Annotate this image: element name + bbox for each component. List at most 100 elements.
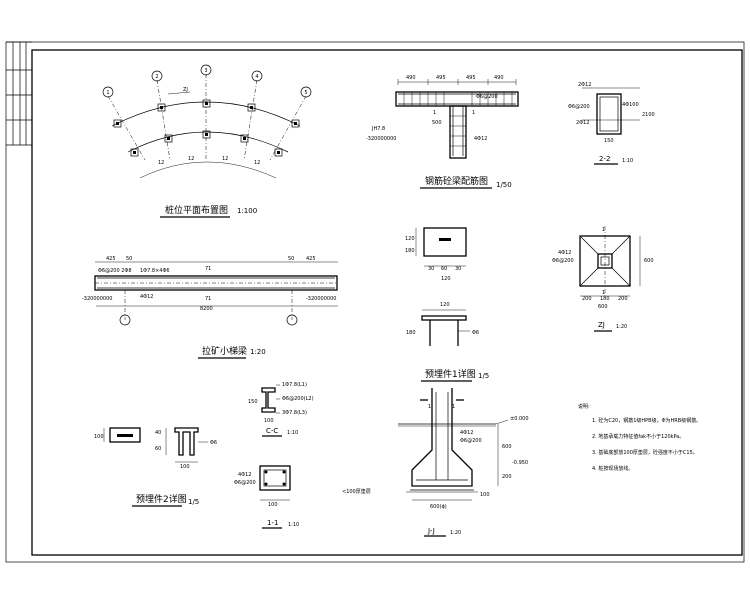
cc-dim-h: 150	[248, 399, 258, 405]
jj-dim-base: 600(ϕ)	[430, 504, 447, 510]
axis-bubble-1: 1	[102, 86, 114, 98]
jj-elev-top: ±0.000	[510, 416, 529, 422]
beam-label-jh: JH7.8	[371, 126, 385, 132]
beam-sec-mark-right: 1	[472, 110, 475, 116]
emb2-dim-40: 40	[155, 430, 161, 436]
section-1-1: 4Φ12 Φ6@200 100 1-1 1:10	[234, 465, 299, 529]
jj-label-main: 4Φ12	[460, 430, 473, 436]
spacing-3: 12	[222, 156, 228, 162]
cc-label-l1: 1Φ7.8(L1)	[282, 382, 307, 388]
emb1-title: 预埋件1详图	[425, 368, 476, 380]
beam-sec-mark-left: 1	[433, 110, 436, 116]
binding-strip	[6, 41, 32, 146]
tie-dim-71-top: 71	[205, 266, 211, 272]
cc-label-l2: Φ6@200(L2)	[282, 396, 314, 402]
pile-markers	[113, 99, 300, 157]
jj-dim-600: 600	[502, 444, 512, 450]
dimension-arc	[139, 161, 277, 179]
emb1-top-w2: 60	[441, 266, 447, 272]
axis-bubble-5: 5	[300, 86, 312, 98]
cap-scale: 1:20	[616, 324, 627, 330]
emb2-dim-60: 60	[155, 446, 161, 452]
s22-label-main: 4Φ100	[622, 102, 639, 108]
radial-axis-lines	[107, 74, 307, 161]
jj-elev-bottom: -0.950	[512, 460, 528, 466]
emb1-label-w: 120	[440, 302, 450, 308]
emb2-bar: Φ6	[210, 440, 217, 446]
axis-label-1: 1	[106, 90, 109, 96]
axis-label-3: 3	[204, 68, 207, 74]
tie-rebar-top: Φ6@200 2Φ8	[98, 268, 132, 274]
section-c-c: 1Φ7.8(L1) Φ6@200(L2) 3Φ7.8(L3) 150 100 C…	[248, 382, 314, 437]
tie-rebar-main: 4Φ12	[140, 294, 153, 300]
cap-mark-bottom: 1	[602, 290, 605, 296]
pile-layout-scale: 1:100	[237, 207, 257, 215]
jj-mark-right: 1	[452, 404, 455, 410]
beam-label-500: 500	[432, 120, 442, 126]
tie-dim-50-right: 50	[288, 256, 294, 262]
cap-dim-200a: 200	[582, 296, 592, 302]
jj-label-stirrup: Φ6@200	[460, 438, 482, 444]
emb2-dim-h: 100	[94, 434, 104, 440]
emb2-scale: 1/5	[188, 498, 199, 506]
jj-dim-200: 200	[502, 474, 512, 480]
beam-dim-1: 490	[406, 75, 416, 81]
emb1-label-bar: Φ6	[472, 330, 479, 336]
cc-dim-w: 100	[264, 418, 274, 424]
emb1-top-w1: 30	[428, 266, 434, 272]
s11-label-main: 4Φ12	[238, 472, 251, 478]
cap-title: ZJ	[598, 321, 605, 329]
beam-arc-inner	[127, 131, 289, 153]
notes-heading: 说明:	[578, 403, 590, 410]
notes-item-2: 2. 地基承载力特征值fak不小于120kPa。	[592, 433, 684, 440]
beam-stirrups	[403, 92, 513, 147]
axis-bubble-2: 2	[151, 70, 163, 82]
spacing-2: 12	[188, 156, 194, 162]
cc-title: C-C	[266, 427, 278, 435]
pile-tag-zj: ZJ	[183, 87, 188, 93]
cap-mark-top: 1	[602, 227, 605, 233]
s11-title: 1-1	[267, 519, 278, 527]
s22-label-bottom: 2Φ12	[576, 120, 589, 126]
tie-rebar-combo: 1Φ7.8×4Φ6	[140, 268, 170, 274]
tie-beam-title: 拉矿小梯梁	[202, 345, 247, 357]
emb1-scale: 1/5	[478, 372, 489, 380]
s22-scale: 1:10	[622, 158, 633, 164]
inner-frame	[31, 49, 743, 556]
axis-bubble-4: 4	[251, 70, 263, 82]
beam-label-elev: -320000000	[366, 136, 396, 142]
emb1-top-h2: 180	[405, 248, 415, 254]
beam-dim-4: 490	[494, 75, 504, 81]
jj-label-bedding: <100厚垫层	[342, 488, 371, 495]
emb1-top-w3: 30	[455, 266, 461, 272]
cap-label-main: 4Φ12	[558, 250, 571, 256]
beam-dim-3: 495	[466, 75, 476, 81]
tie-dim-425-right: 425	[306, 256, 316, 262]
axis-bubble-3: 3	[200, 64, 212, 76]
axis-label-4: 4	[255, 74, 258, 80]
pile-cap-detail: 1 1 4Φ12 Φ6@200 200 180 200 600 600 ZJ 1…	[552, 226, 654, 332]
notes-item-3: 3. 基础底部放100厚垫层，砼强度不小于C15。	[592, 449, 698, 456]
cc-label-l3: 3Φ7.8(L3)	[282, 410, 307, 416]
cap-dim-total-w: 600	[598, 304, 608, 310]
notes-item-4: 4. 桩按现场放线。	[592, 465, 633, 472]
tie-dim-50-left: 50	[126, 256, 132, 262]
s11-label-stirrup: Φ6@200	[234, 480, 256, 486]
s22-label-top: 2Φ12	[578, 82, 591, 88]
pile-layout-plan: 1 2 3 4 5 ZJ 12 12 12 12 桩位平面布置图 1:100	[102, 64, 312, 218]
beam-rebar-title: 钢筋砼梁配筋图	[425, 175, 488, 187]
tie-elev-left: -320000000	[82, 296, 112, 302]
cap-dim-180: 180	[600, 296, 610, 302]
outer-frame	[5, 41, 745, 563]
embed-1-detail: 120 180 Φ6 预埋件1详图 1/5	[406, 302, 489, 382]
tie-beam-scale: 1:20	[250, 348, 266, 356]
section-2-2: 2Φ12 Φ6@200 2Φ12 4Φ100 150 2100 2-2 1:10	[568, 82, 655, 165]
jj-dim-100: 100	[480, 492, 490, 498]
notes-item-1: 1. 砼为C20，钢筋1级HPB级，Φ为HRB级钢筋。	[592, 417, 701, 424]
s22-title: 2-2	[599, 155, 610, 163]
emb1-top-total: 120	[441, 276, 451, 282]
tie-dim-71-bottom: 71	[205, 296, 211, 302]
spacing-4: 12	[254, 160, 260, 166]
